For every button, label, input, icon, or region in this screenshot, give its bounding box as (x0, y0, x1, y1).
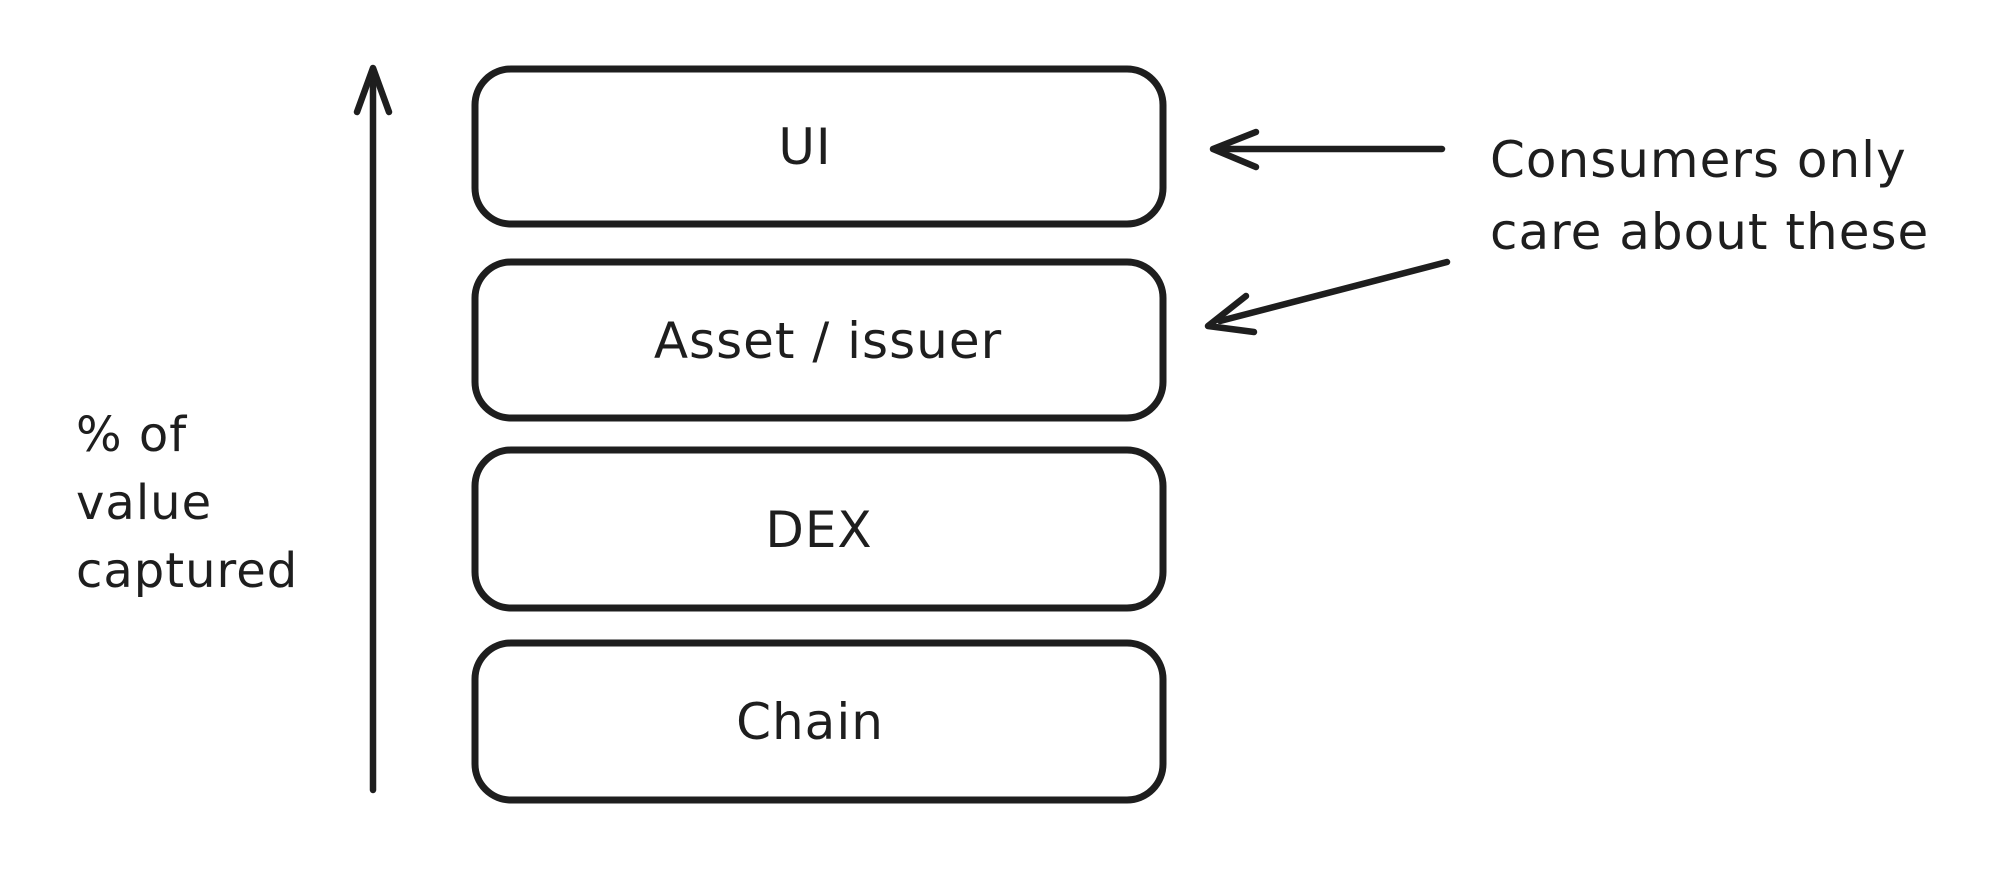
annotation-arrows (1204, 128, 1451, 336)
value-axis-label: % of value captured (76, 407, 298, 599)
down-left-arrow-icon (1204, 292, 1258, 336)
layer-box-ui-rect (471, 65, 1167, 228)
up-arrow-icon (353, 64, 393, 116)
layer-box-dex: DEX (471, 446, 1167, 612)
layer-stack: UI Asset / issuer DEX Chain (471, 65, 1167, 804)
annotation-line-1: Consumers only (1490, 131, 1907, 189)
layer-label-dex: DEX (765, 501, 872, 559)
axis-label-line-1: % of (76, 407, 187, 463)
layer-box-asset-issuer: Asset / issuer (471, 258, 1167, 422)
layer-label-asset-issuer: Asset / issuer (654, 312, 1002, 370)
axis-label-line-3: captured (76, 543, 298, 599)
layer-label-chain: Chain (736, 693, 884, 751)
left-arrow-icon (1209, 128, 1260, 171)
layer-box-asset-issuer-rect (471, 258, 1167, 422)
arrow-to-ui (1209, 128, 1446, 171)
layer-box-chain-rect (471, 639, 1167, 804)
layer-box-ui: UI (471, 65, 1167, 228)
layer-box-dex-rect (471, 446, 1167, 612)
annotation-line-2: care about these (1490, 203, 1929, 261)
layer-label-ui: UI (778, 118, 831, 176)
down-left-arrow-shaft (1216, 258, 1451, 325)
value-axis-arrow (353, 64, 393, 794)
axis-label-line-2: value (76, 475, 212, 531)
arrow-to-asset-issuer (1204, 258, 1451, 336)
annotation-text: Consumers only care about these (1490, 131, 1929, 261)
layer-box-chain: Chain (471, 639, 1167, 804)
